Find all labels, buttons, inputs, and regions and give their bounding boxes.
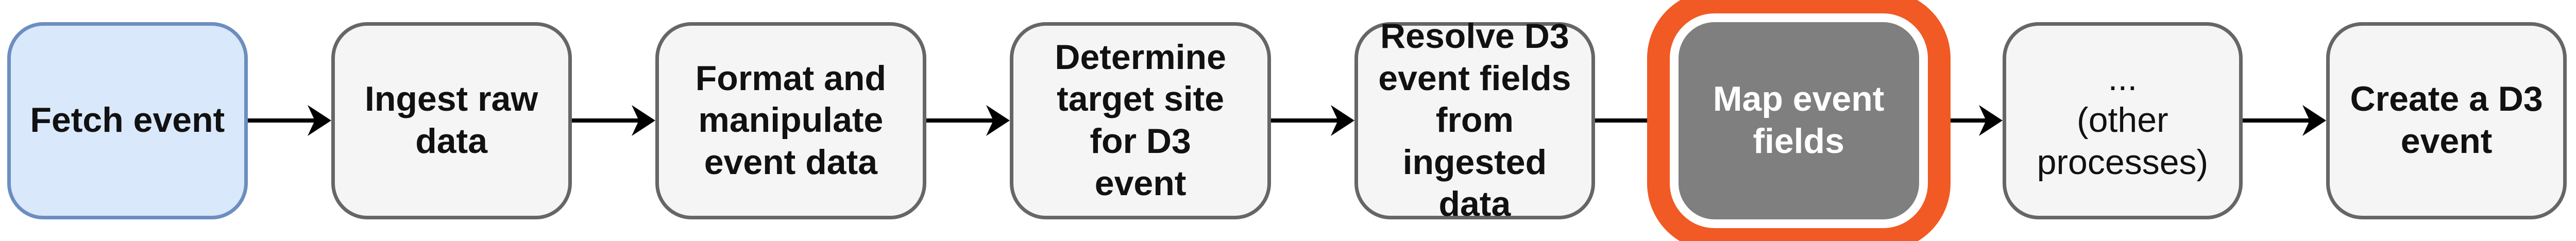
step-label: Fetch event [30, 100, 225, 140]
arrow-4 [1271, 105, 1354, 136]
step-label: Resolve D3 event fields from ingested da… [1378, 16, 1571, 224]
step-label: Determine target site for D3 event [1055, 37, 1226, 203]
arrow-6 [1919, 105, 2003, 136]
step-label: Format and manipulate event data [695, 58, 886, 182]
arrow-7 [2243, 105, 2327, 136]
step-resolve-fields[interactable]: Resolve D3 event fields from ingested da… [1354, 16, 1595, 223]
step-other-processes[interactable]: ...(other processes) [2002, 22, 2243, 219]
arrow-5 [1595, 105, 1679, 136]
arrow-2 [571, 105, 655, 136]
step-determine-target-site[interactable]: Determine target site for D3 event [1010, 22, 1271, 219]
step-label: ... [2108, 58, 2138, 98]
step-fetch-event[interactable]: Fetch event [7, 22, 248, 219]
arrow-1 [247, 105, 331, 136]
step-label: Map event fields [1713, 79, 1885, 161]
step-label: Ingest raw data [364, 79, 538, 161]
step-sublabel: (other processes) [2037, 100, 2209, 182]
step-create-d3-event[interactable]: Create a D3 event [2326, 22, 2567, 219]
arrow-3 [926, 105, 1010, 136]
step-label: Create a D3 event [2350, 79, 2543, 161]
step-ingest-raw-data[interactable]: Ingest raw data [331, 22, 572, 219]
step-map-event-fields[interactable]: Map event fields [1678, 22, 1919, 219]
step-format-manipulate[interactable]: Format and manipulate event data [655, 22, 927, 219]
